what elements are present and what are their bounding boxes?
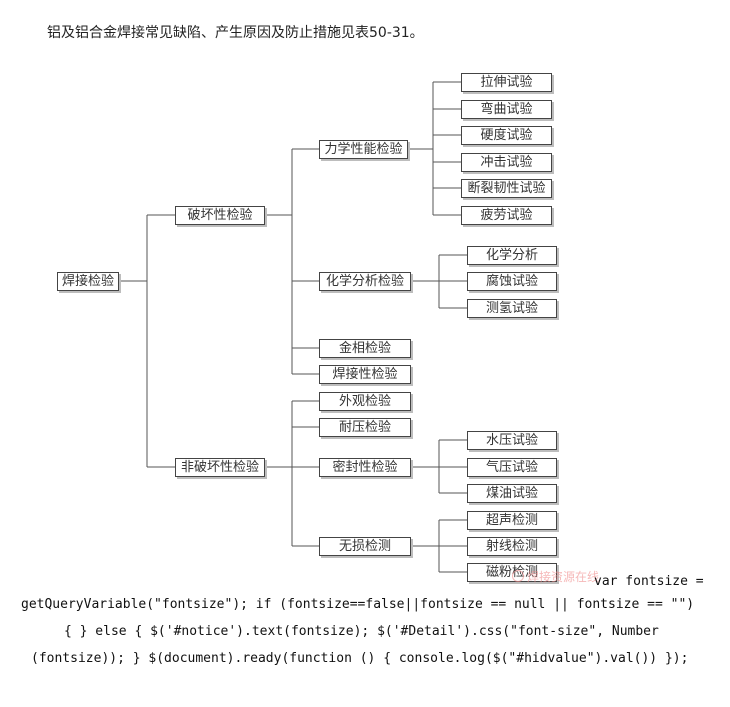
- node-weldability: 焊接性检验: [319, 365, 411, 384]
- node-ndt: 无损检测: [319, 537, 411, 556]
- leaf-sealing-0: 水压试验: [467, 431, 557, 450]
- leaf-mechanical-1: 弯曲试验: [461, 100, 552, 119]
- node-sealing: 密封性检验: [319, 458, 411, 477]
- leaf-mechanical-5: 疲劳试验: [461, 206, 552, 225]
- leaf-chemical-1: 腐蚀试验: [467, 272, 557, 291]
- leaf-mechanical-2: 硬度试验: [461, 126, 552, 145]
- leaf-mechanical-0: 拉伸试验: [461, 73, 552, 92]
- code-line-0: var fontsize =: [594, 574, 704, 589]
- node-visual: 外观检验: [319, 392, 411, 411]
- node-metallographic: 金相检验: [319, 339, 411, 358]
- leaf-chemical-2: 测氢试验: [467, 299, 557, 318]
- node-mechanical: 力学性能检验: [319, 140, 408, 159]
- node-pressure: 耐压检验: [319, 418, 411, 437]
- leaf-mechanical-4: 断裂韧性试验: [461, 179, 552, 198]
- node-destructive: 破坏性检验: [175, 206, 265, 225]
- code-line-2: { } else { $('#notice').text(fontsize); …: [64, 624, 659, 639]
- watermark: 焊接资源在线: [512, 568, 599, 585]
- node-chemical: 化学分析检验: [319, 272, 411, 291]
- code-line-1: getQueryVariable("fontsize"); if (fontsi…: [21, 597, 695, 612]
- node-nondestructive: 非破坏性检验: [175, 458, 265, 477]
- node-root: 焊接检验: [57, 272, 119, 291]
- code-line-3: (fontsize)); } $(document).ready(functio…: [31, 651, 689, 666]
- leaf-ndt-1: 射线检测: [467, 537, 557, 556]
- watermark-logo-icon: [512, 570, 524, 582]
- leaf-chemical-0: 化学分析: [467, 246, 557, 265]
- leaf-ndt-0: 超声检测: [467, 511, 557, 530]
- intro-text: 铝及铝合金焊接常见缺陷、产生原因及防止措施见表50-31。: [47, 25, 424, 41]
- leaf-sealing-1: 气压试验: [467, 458, 557, 477]
- leaf-sealing-2: 煤油试验: [467, 484, 557, 503]
- leaf-mechanical-3: 冲击试验: [461, 153, 552, 172]
